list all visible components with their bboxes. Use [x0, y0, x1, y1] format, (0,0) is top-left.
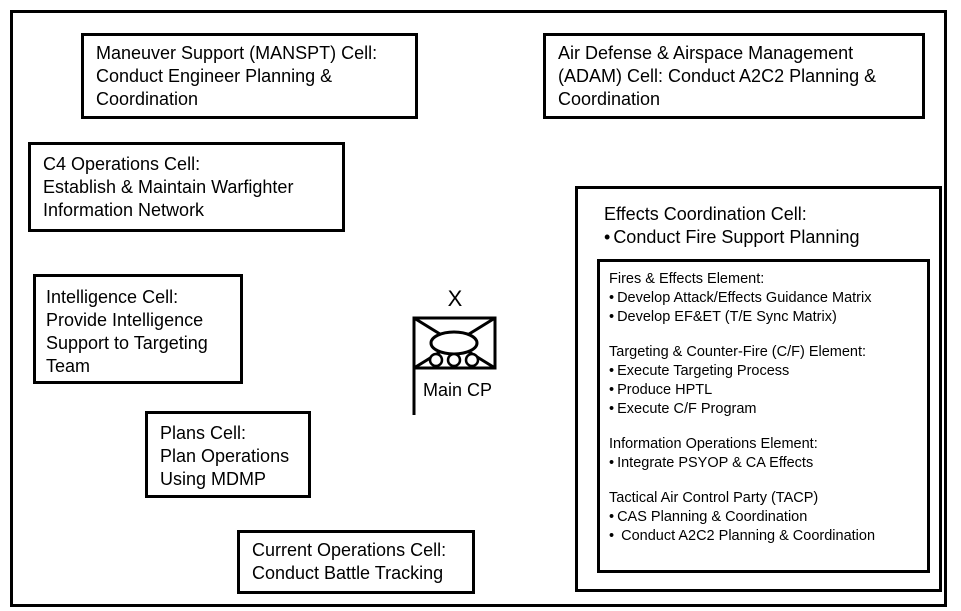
- tacp-element: Tactical Air Control Party (TACP) CAS Pl…: [609, 489, 927, 546]
- element-title: Information Operations Element:: [609, 436, 818, 452]
- element-item: Conduct A2C2 Planning & Coordination: [609, 527, 927, 546]
- c4-cell-line: Information Network: [43, 200, 205, 220]
- intelligence-cell-box: Intelligence Cell: Provide Intelligence …: [33, 274, 243, 384]
- element-item: Execute C/F Program: [609, 400, 927, 419]
- intel-cell-line: Provide Intelligence: [46, 310, 204, 330]
- manspt-cell-box: Maneuver Support (MANSPT) Cell: Conduct …: [81, 33, 418, 119]
- element-title: Fires & Effects Element:: [609, 271, 765, 287]
- manspt-cell-line: Maneuver Support (MANSPT) Cell:: [96, 43, 378, 63]
- wheel-icon: [446, 352, 462, 368]
- c4-operations-cell-box: C4 Operations Cell: Establish & Maintain…: [28, 142, 345, 232]
- element-item: Execute Targeting Process: [609, 362, 927, 381]
- effects-cell-title: Effects Coordination Cell:: [604, 204, 807, 224]
- current-ops-cell-line: Conduct Battle Tracking: [252, 563, 444, 583]
- wheel-icon: [428, 352, 444, 368]
- element-item: Develop EF&ET (T/E Sync Matrix): [609, 308, 927, 327]
- effects-cell-bullet: Conduct Fire Support Planning: [604, 226, 859, 249]
- armor-oval-icon: [429, 330, 479, 356]
- element-item: Produce HPTL: [609, 381, 927, 400]
- element-item: CAS Planning & Coordination: [609, 508, 927, 527]
- plans-cell-line: Using MDMP: [160, 469, 267, 489]
- main-cp-label: Main CP: [423, 380, 492, 400]
- element-item: Integrate PSYOP & CA Effects: [609, 454, 927, 473]
- plans-cell-box: Plans Cell: Plan Operations Using MDMP: [145, 411, 311, 498]
- adam-cell-line: (ADAM) Cell: Conduct A2C2 Planning &: [558, 66, 877, 86]
- intel-cell-line: Team: [46, 356, 91, 376]
- current-operations-cell-box: Current Operations Cell: Conduct Battle …: [237, 530, 475, 594]
- plans-cell-line: Plans Cell:: [160, 423, 247, 443]
- element-title: Tactical Air Control Party (TACP): [609, 490, 819, 506]
- element-item: Develop Attack/Effects Guidance Matrix: [609, 289, 927, 308]
- adam-cell-line: Air Defense & Airspace Management: [558, 43, 854, 63]
- diagram-frame: [10, 10, 947, 607]
- element-title: Targeting & Counter-Fire (C/F) Element:: [609, 344, 867, 360]
- effects-elements-box: Fires & Effects Element: Develop Attack/…: [597, 259, 930, 573]
- fires-effects-element: Fires & Effects Element: Develop Attack/…: [609, 270, 927, 327]
- effects-coordination-cell-box: Effects Coordination Cell: Conduct Fire …: [575, 186, 942, 592]
- c4-cell-line: Establish & Maintain Warfighter: [43, 177, 294, 197]
- manspt-cell-line: Conduct Engineer Planning &: [96, 66, 333, 86]
- intel-cell-line: Support to Targeting: [46, 333, 208, 353]
- information-operations-element: Information Operations Element: Integrat…: [609, 435, 927, 473]
- targeting-counter-fire-element: Targeting & Counter-Fire (C/F) Element: …: [609, 343, 927, 419]
- current-ops-cell-line: Current Operations Cell:: [252, 540, 447, 560]
- intel-cell-line: Intelligence Cell:: [46, 287, 179, 307]
- wheel-icon: [464, 352, 480, 368]
- echelon-x-label: X: [448, 286, 463, 311]
- c4-cell-line: C4 Operations Cell:: [43, 154, 201, 174]
- plans-cell-line: Plan Operations: [160, 446, 290, 466]
- manspt-cell-line: Coordination: [96, 89, 199, 109]
- adam-cell-box: Air Defense & Airspace Management (ADAM)…: [543, 33, 925, 119]
- adam-cell-line: Coordination: [558, 89, 661, 109]
